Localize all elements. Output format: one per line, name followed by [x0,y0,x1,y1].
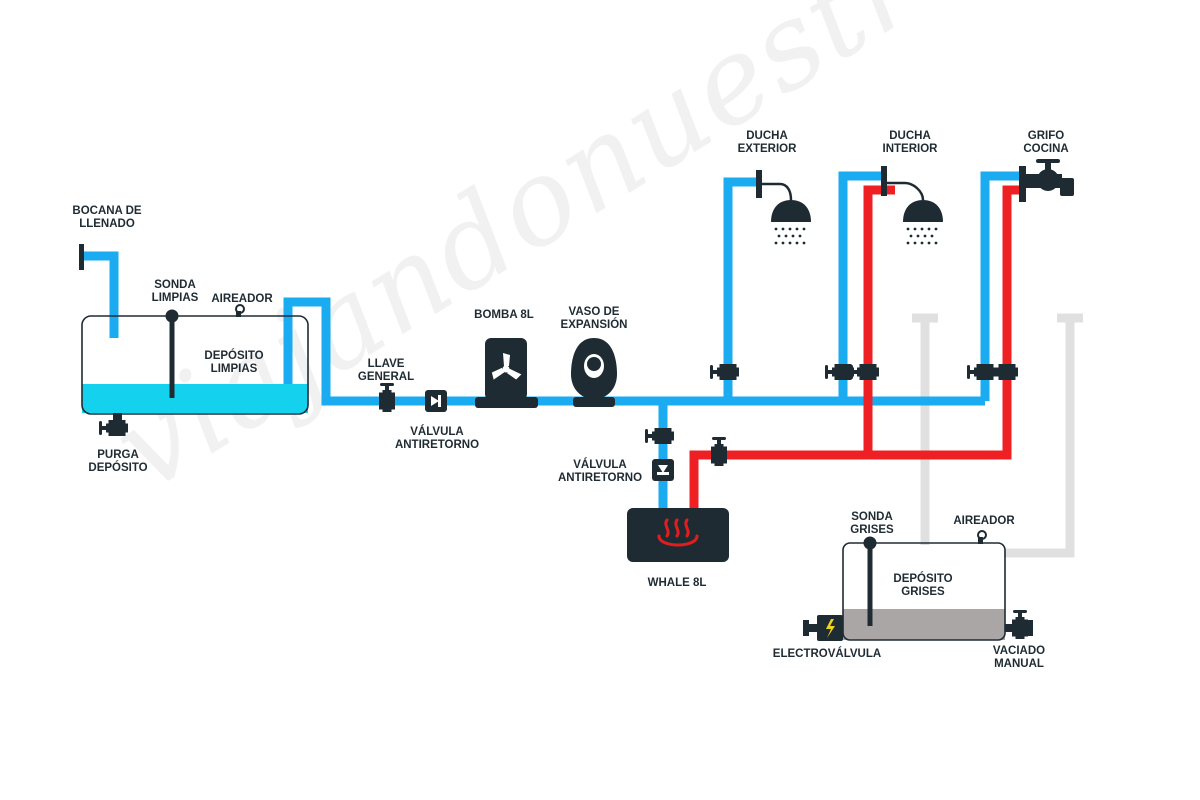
label-whale: WHALE 8L [647,577,707,589]
check-valve-icon [425,390,447,412]
label-sonda-grises: SONDA GRISES [850,511,894,536]
shower-head-icon [756,170,811,245]
label-valvula-antiretorno-1: VÁLVULA ANTIRETORNO [394,426,480,451]
label-sonda-limpias: SONDA LIMPIAS [151,279,199,304]
aerator-icon [235,304,245,317]
label-bocana: BOCANA DE LLENADO [72,205,142,230]
label-bomba: BOMBA 8L [474,309,534,321]
label-purga: PURGA DEPÓSITO [88,449,148,474]
solenoid-valve-icon [803,615,843,641]
shower-int-cold-valve-icon [825,364,854,380]
label-llave-general: LLAVE GENERAL [357,358,415,383]
label-aireador-limpias: AIREADOR [211,293,273,305]
label-vaso-expansion: VASO DE EXPANSIÓN [560,306,628,331]
check-valve-icon [652,459,674,481]
cold-water-pipes [84,171,1020,510]
shower-head-icon [881,166,943,245]
shower-int-hot-valve-icon [850,364,879,380]
label-electrovalvula: ELECTROVÁLVULA [772,648,882,660]
hot-water-pipes [689,185,1020,510]
hot-valve-icon [711,437,727,466]
manual-drain-valve-icon [1005,610,1033,639]
label-deposito-grises: DEPÓSITO GRISES [893,573,953,598]
label-valvula-antiretorno-2: VÁLVULA ANTIRETORNO [557,459,643,484]
label-aireador-grises: AIREADOR [953,515,1015,527]
label-vaciado-manual: VACIADO MANUAL [992,645,1046,670]
purge-valve-icon [99,413,128,436]
main-valve-icon [379,383,395,412]
faucet-icon [1019,159,1074,202]
aerator-icon [977,530,987,544]
shower-ext-valve-icon [710,364,739,380]
fill-inlet-icon [79,244,84,270]
heater-inlet-valve-icon [645,428,674,444]
clean-water-tank [81,304,309,415]
expansion-vessel-icon [571,338,617,407]
grey-vent-lines [912,313,1083,558]
grey-water-tank [842,530,1006,641]
pump-icon [475,338,538,408]
label-ducha-exterior: DUCHA EXTERIOR [737,130,797,155]
heater-flame-icon [627,508,729,562]
label-ducha-interior: DUCHA INTERIOR [882,130,938,155]
label-grifo-cocina: GRIFO COCINA [1023,130,1069,155]
label-deposito-limpias: DEPÓSITO LIMPIAS [204,350,264,375]
